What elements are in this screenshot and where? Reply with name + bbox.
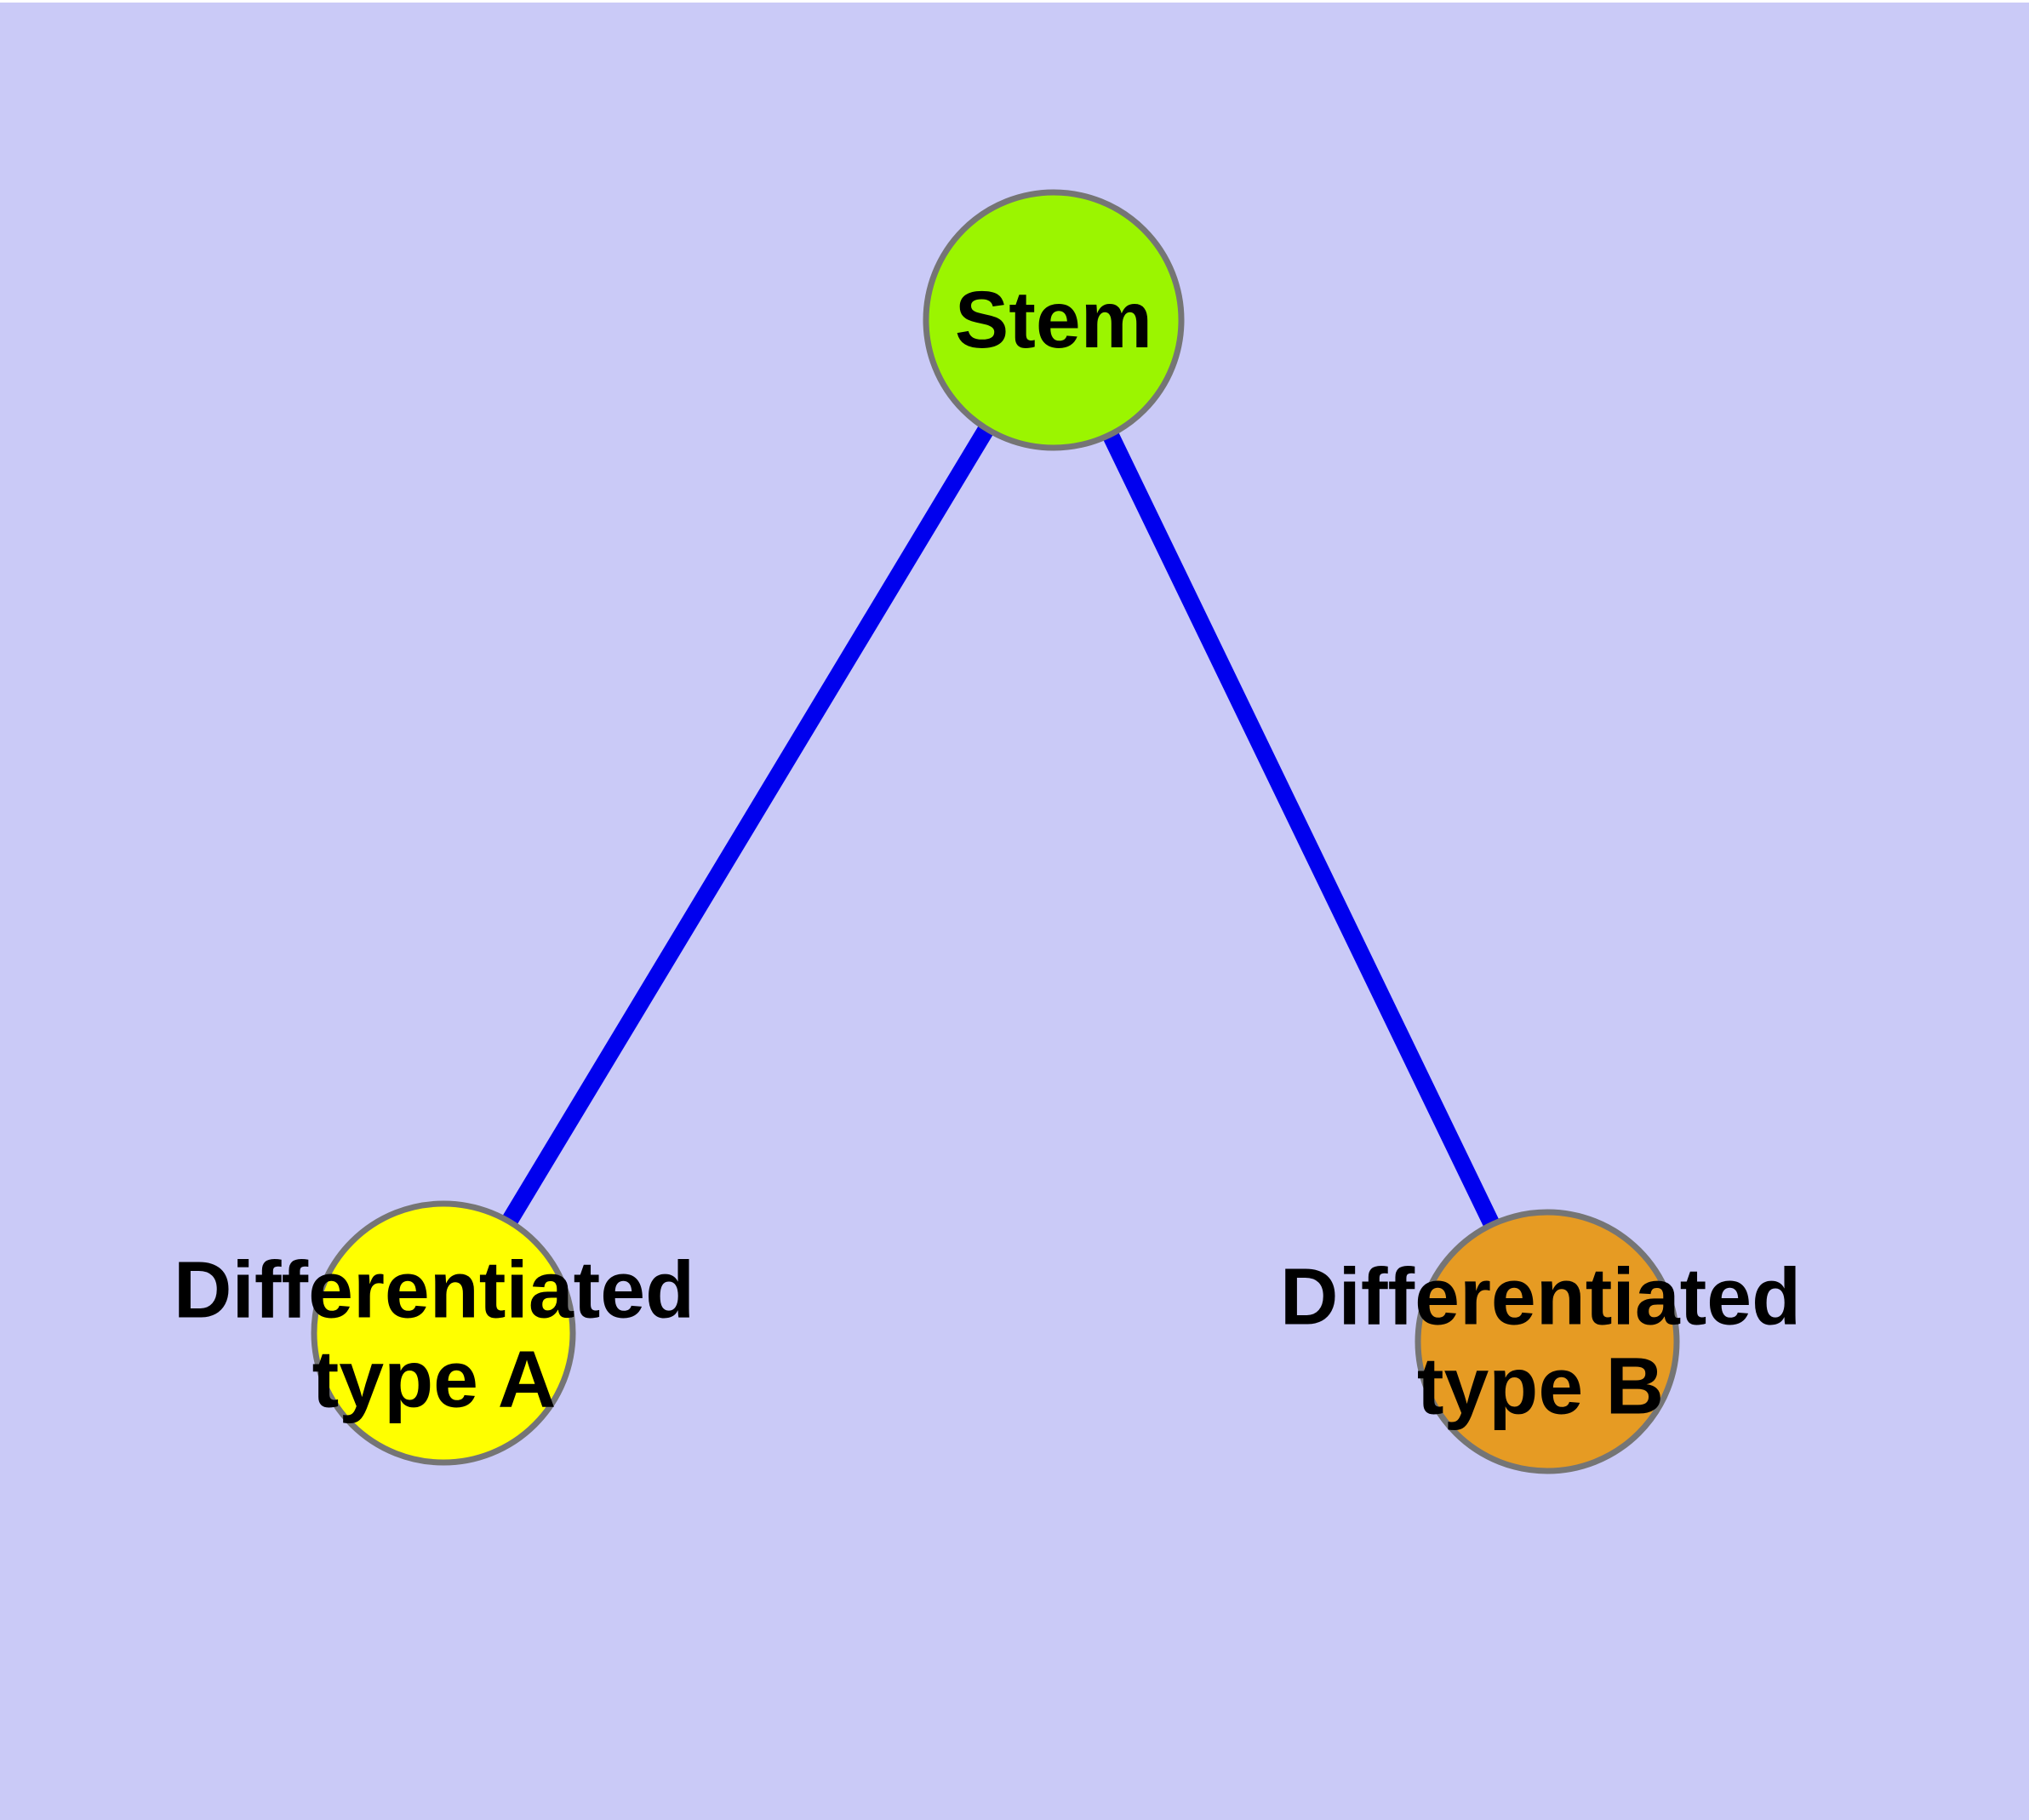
node-differentiated-type-a <box>311 1200 576 1466</box>
graph-svg <box>311 189 1680 1474</box>
node-differentiated-type-b <box>1415 1209 1680 1474</box>
node-label-differentiated-type-a: Differentiated type A <box>173 1245 695 1424</box>
node-label-stem: Stem <box>954 274 1153 365</box>
node-stem <box>923 189 1185 451</box>
diagram-canvas: Stem Differentiated type A Differentiate… <box>0 3 2029 1820</box>
node-label-differentiated-type-b: Differentiated type B <box>1279 1251 1802 1431</box>
edge-stem-to-type-a <box>436 312 1061 1336</box>
edge-stem-to-type-b <box>1045 313 1556 1343</box>
